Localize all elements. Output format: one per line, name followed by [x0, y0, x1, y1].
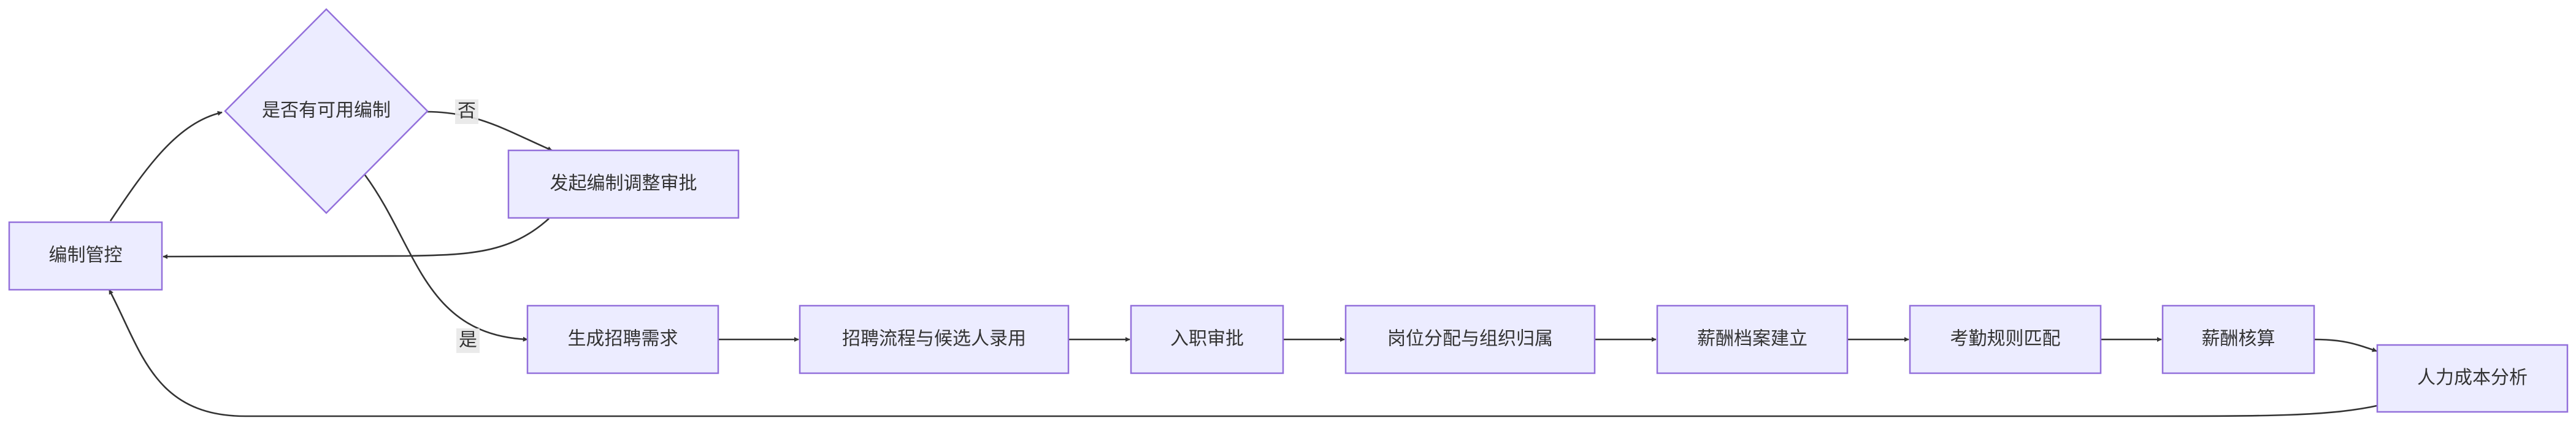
node-salary-archive[interactable] [1656, 304, 1849, 374]
edge-labels: 否 是 [455, 99, 480, 353]
node-check-quota[interactable] [224, 8, 429, 214]
node-recruit-process[interactable] [799, 304, 1070, 374]
node-attendance-match-label: 考勤规则匹配 [1950, 328, 2061, 350]
node-generate-demand-label: 生成招聘需求 [568, 328, 678, 350]
node-onboard-approval-label: 入职审批 [1170, 328, 1244, 350]
nodes: 编制管控 是否有可用编制 发起编制调整审批 生成招聘需求 招聘流程与候选人录用 … [8, 8, 2569, 413]
node-cost-analysis-label: 人力成本分析 [2417, 367, 2528, 389]
node-position-assign-label: 岗位分配与组织归属 [1387, 328, 1553, 350]
node-quota-adjust[interactable] [507, 149, 740, 219]
node-onboard-approval[interactable] [1130, 304, 1284, 374]
node-check-quota-label: 是否有可用编制 [262, 100, 391, 122]
node-cost-analysis[interactable] [2376, 344, 2569, 413]
edge-label-no: 否 [458, 101, 476, 122]
node-salary-archive-label: 薪酬档案建立 [1697, 328, 1807, 350]
edge-cost-to-quota-control [108, 289, 2380, 417]
node-quota-control-label: 编制管控 [49, 245, 123, 266]
edge-quota-control-to-check [109, 110, 223, 222]
node-quota-adjust-label: 发起编制调整审批 [550, 173, 697, 195]
edge-payroll-to-cost [2313, 338, 2377, 352]
node-generate-demand[interactable] [526, 304, 719, 374]
node-position-assign[interactable] [1344, 304, 1596, 374]
node-attendance-match[interactable] [1909, 304, 2102, 374]
node-payroll-calc[interactable] [2161, 304, 2315, 374]
edge-adjust-to-quota-control [163, 218, 550, 259]
edge-check-to-demand-yes [364, 174, 528, 342]
edges [108, 110, 2380, 417]
node-recruit-process-label: 招聘流程与候选人录用 [842, 328, 1026, 350]
node-quota-control[interactable] [8, 221, 163, 291]
edge-check-to-adjust-no [426, 110, 553, 152]
edge-label-yes: 是 [459, 330, 477, 351]
node-payroll-calc-label: 薪酬核算 [2202, 328, 2275, 350]
